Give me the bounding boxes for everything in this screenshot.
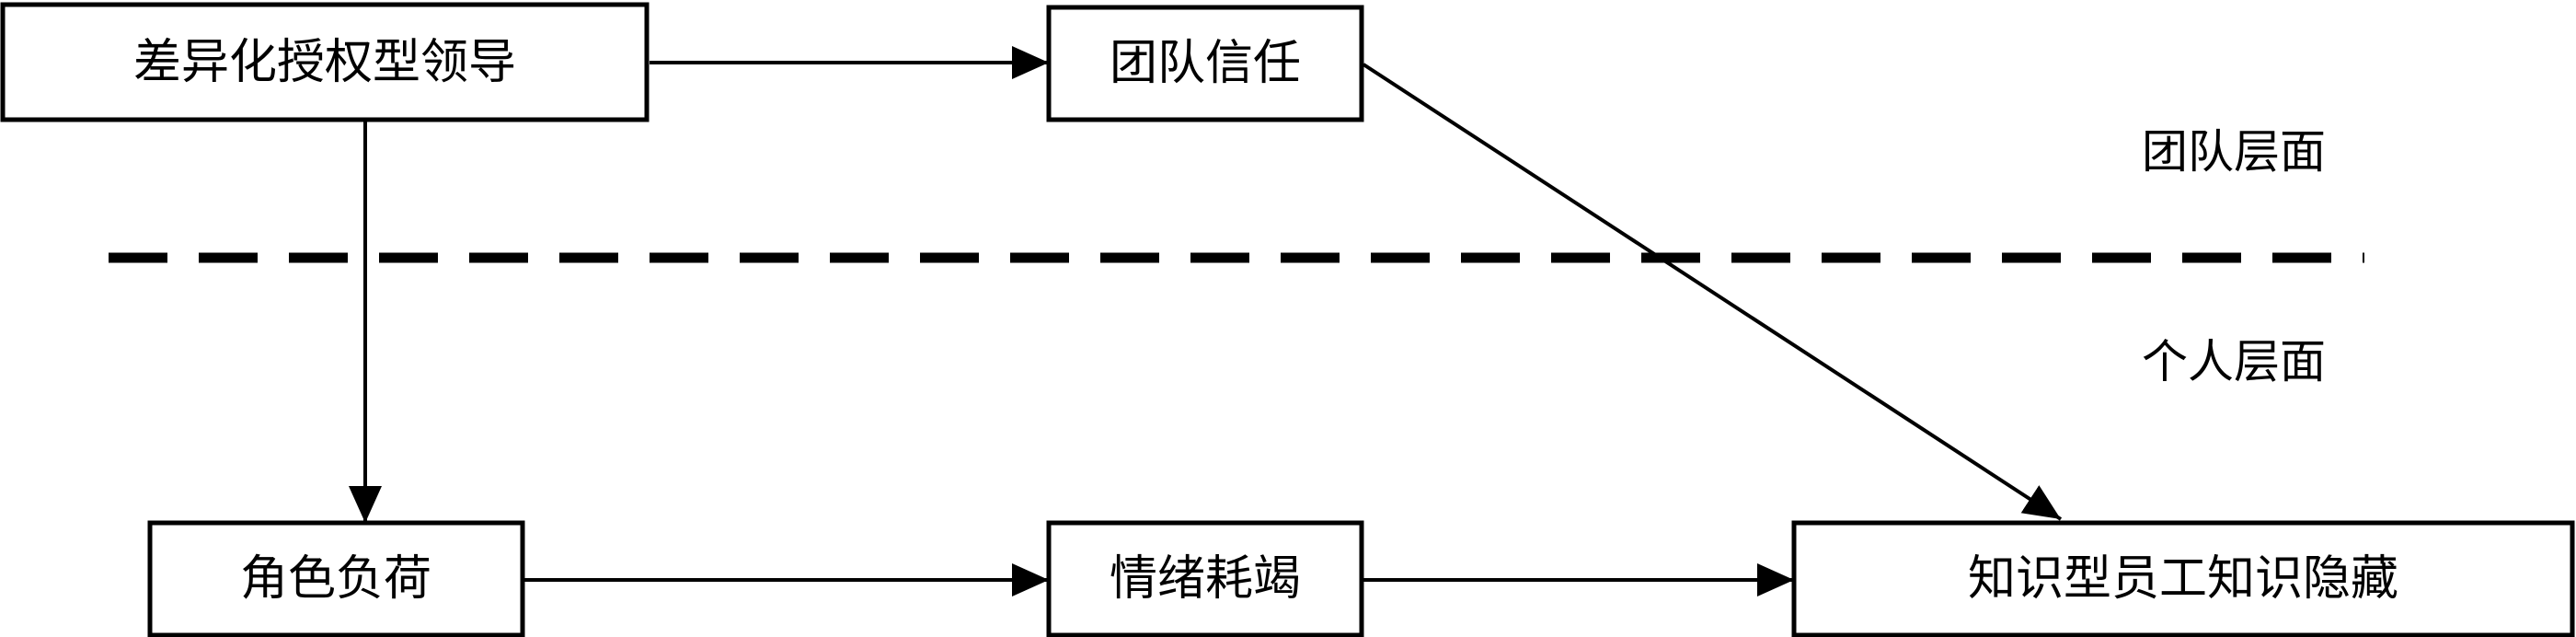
node-team-trust: 团队信任 xyxy=(1046,5,1364,122)
node-role-overload: 角色负荷 xyxy=(147,520,525,637)
node-label: 知识型员工知识隐藏 xyxy=(1968,551,2398,607)
node-label: 团队信任 xyxy=(1110,36,1301,91)
node-label: 情绪耗竭 xyxy=(1110,551,1301,607)
arrow-trust-to-hiding xyxy=(1362,63,2063,521)
node-emotional-exhaustion: 情绪耗竭 xyxy=(1046,520,1364,637)
node-knowledge-hiding: 知识型员工知识隐藏 xyxy=(1791,520,2575,637)
node-label: 差异化授权型领导 xyxy=(133,35,516,90)
layer-label-team: 团队层面 xyxy=(2142,125,2326,179)
node-label: 角色负荷 xyxy=(240,551,431,607)
node-differentiated-leadership: 差异化授权型领导 xyxy=(0,2,650,122)
layer-label-individual: 个人层面 xyxy=(2142,335,2326,388)
